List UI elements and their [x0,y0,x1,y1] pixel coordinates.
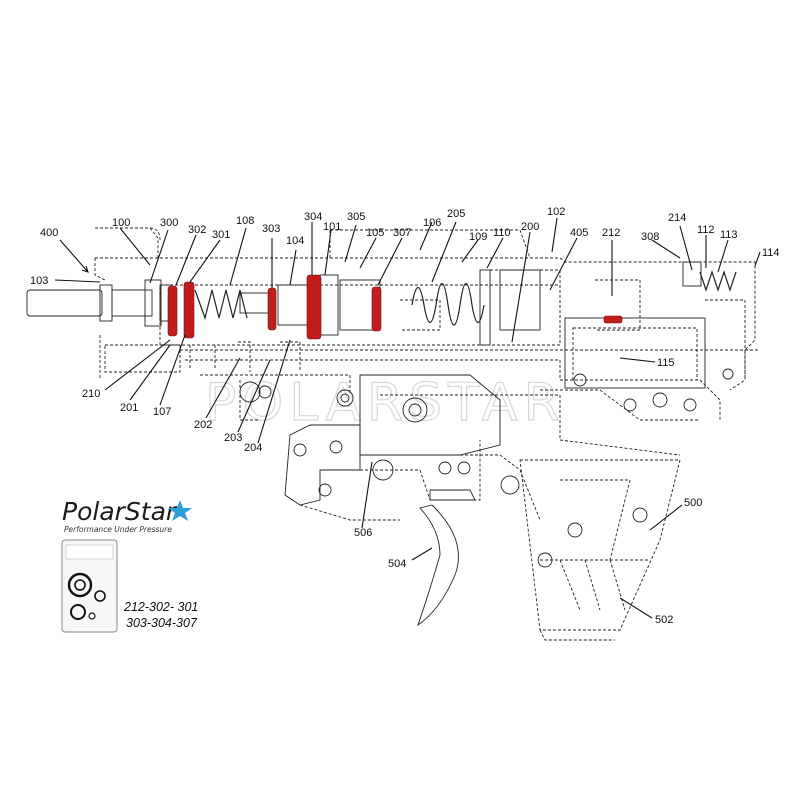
part-label-204: 204 [244,442,262,454]
kit-parts-line1: 212-302- 301 [123,600,198,614]
o-ring-302 [167,285,178,337]
part-label-102: 102 [547,206,565,218]
part-label-506: 506 [354,527,372,539]
part-label-106: 106 [423,217,441,229]
part-label-109: 109 [469,231,487,243]
polarstar-logo: PolarStar Performance Under Pressure [62,497,192,534]
o-ring-303 [267,287,277,331]
part-label-201: 201 [120,402,138,414]
part-label-500: 500 [684,497,702,509]
part-label-214: 214 [668,212,686,224]
part-label-301: 301 [212,229,230,241]
leader-lines [54,217,761,619]
o-rings [167,274,623,340]
o-ring-304 [306,274,322,340]
part-label-107: 107 [153,406,171,418]
part-label-308: 308 [641,231,659,243]
o-ring-212 [603,315,623,324]
part-label-303: 303 [262,223,280,235]
part-label-115: 115 [657,357,675,369]
part-label-502: 502 [655,614,673,626]
trigger-mechanism [239,368,734,627]
part-label-210: 210 [82,388,100,400]
watermark-text: POLARSTAR [205,373,566,433]
springs [194,261,737,326]
part-label-205: 205 [447,208,465,220]
part-label-300: 300 [160,217,178,229]
kit-parts-line2: 303-304-307 [126,616,198,630]
part-label-305: 305 [347,211,365,223]
part-label-103: 103 [30,275,48,287]
part-label-105: 105 [366,227,384,239]
spring-109 [411,282,485,326]
part-label-110: 110 [493,227,511,239]
o-ring-301 [183,281,195,339]
spring-108 [194,289,248,321]
part-label-113: 113 [720,229,738,241]
part-label-200: 200 [521,221,539,233]
part-label-112: 112 [697,224,715,236]
brand-name: PolarStar [62,497,178,526]
part-label-203: 203 [224,432,242,444]
nozzle-assembly [26,269,541,346]
part-labels: 400 100 300 302 301 108 303 104 304 101 … [30,206,780,626]
o-ring-307 [371,286,382,332]
part-label-100: 100 [112,217,130,229]
part-label-101: 101 [323,221,341,233]
part-label-504: 504 [388,558,406,570]
part-label-108: 108 [236,215,254,227]
part-label-104: 104 [286,235,304,247]
brand-tagline: Performance Under Pressure [64,525,172,534]
part-label-212: 212 [602,227,620,239]
part-label-405: 405 [570,227,588,239]
gearbox-outline [94,227,760,641]
o-ring-kit-package [61,539,118,633]
part-label-302: 302 [188,224,206,236]
part-label-307: 307 [393,227,411,239]
part-label-114: 114 [762,247,780,259]
part-label-400: 400 [40,227,58,239]
spring-113 [699,270,737,292]
part-label-202: 202 [194,419,212,431]
part-label-304: 304 [304,211,322,223]
star-icon [168,500,192,521]
